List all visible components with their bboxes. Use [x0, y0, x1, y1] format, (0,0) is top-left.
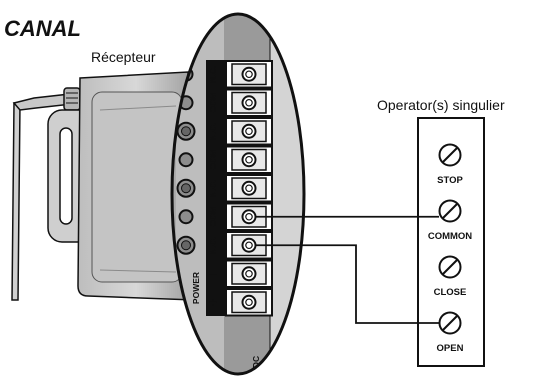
wire-open	[255, 244, 439, 324]
operator-terminal: OPEN	[437, 311, 464, 354]
receiver-body	[47, 71, 195, 301]
terminal-magnifier: N.C. COM N.O. COM N.O. COM N.O. POWER– + DC	[170, 12, 306, 376]
operator-label: Operator(s) singulier	[377, 97, 505, 113]
terminal-block	[225, 60, 273, 317]
canal-heading: CANAL	[4, 16, 81, 41]
terminal-screw	[225, 174, 273, 203]
operator-terminal-label: OPEN	[437, 343, 464, 354]
receiver-label: Récepteur	[91, 49, 156, 65]
terminal-screw	[225, 259, 273, 288]
operator-terminal: CLOSE	[434, 255, 467, 298]
partial-dc-label: DC	[251, 356, 261, 368]
terminal-screw	[225, 288, 273, 317]
contact-label: N.C.	[208, 66, 218, 83]
antenna	[11, 87, 81, 301]
terminal-screw	[225, 88, 273, 117]
terminal-screw	[225, 60, 273, 89]
wires	[255, 215, 439, 324]
contact-label: N.O.	[208, 123, 218, 140]
contact-label: COM	[208, 93, 218, 113]
contact-hole	[178, 152, 194, 168]
power-minus-label: –	[209, 266, 217, 283]
operator-terminal: COMMON	[428, 199, 472, 242]
terminal-screw	[225, 145, 273, 174]
contact-label: N.O.	[208, 237, 218, 254]
contact-hole	[178, 209, 194, 225]
terminal-screw	[225, 117, 273, 146]
operator-terminal: STOP	[437, 143, 464, 186]
operator-terminal-label: CLOSE	[434, 287, 467, 298]
contact-label: N.O.	[208, 180, 218, 197]
operator-terminal-label: STOP	[437, 175, 463, 186]
power-label: POWER	[191, 272, 201, 304]
contact-label: COM	[208, 207, 218, 227]
contact-label: COM	[208, 150, 218, 170]
operator-terminal-label: COMMON	[428, 231, 472, 242]
power-plus-label: +	[209, 294, 218, 311]
